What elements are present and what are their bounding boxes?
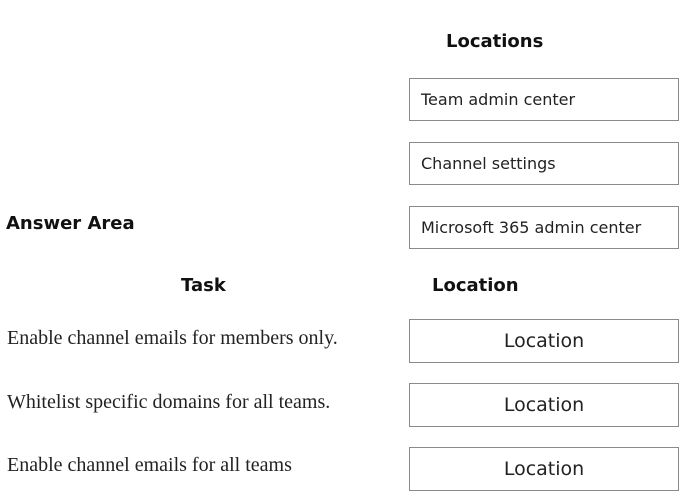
location-drop-target-1[interactable]: Location xyxy=(409,319,679,363)
task-text-members-only: Enable channel emails for members only. xyxy=(7,327,338,349)
task-text-whitelist-domains: Whitelist specific domains for all teams… xyxy=(7,391,331,413)
location-option-microsoft-365-admin-center[interactable]: Microsoft 365 admin center xyxy=(409,206,679,249)
locations-heading: Locations xyxy=(446,31,544,52)
task-text-all-teams: Enable channel emails for all teams xyxy=(7,454,292,476)
location-option-team-admin-center[interactable]: Team admin center xyxy=(409,78,679,121)
location-drop-target-3[interactable]: Location xyxy=(409,447,679,491)
task-column-header: Task xyxy=(181,275,226,296)
location-option-channel-settings[interactable]: Channel settings xyxy=(409,142,679,185)
location-column-header: Location xyxy=(432,275,519,296)
location-drop-target-2[interactable]: Location xyxy=(409,383,679,427)
answer-area-heading: Answer Area xyxy=(6,213,135,234)
